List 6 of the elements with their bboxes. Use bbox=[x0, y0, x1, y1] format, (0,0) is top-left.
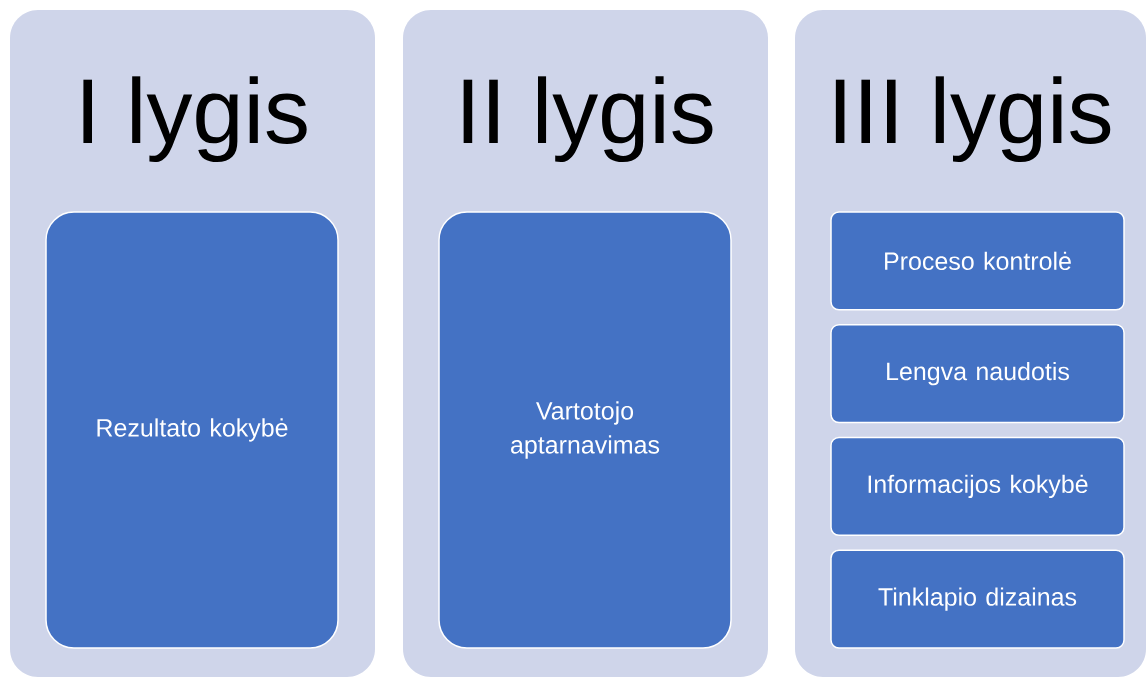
text-box: Rezultato kokybė bbox=[45, 211, 339, 649]
text-box: Vartotojo aptarnavimas bbox=[438, 211, 732, 649]
text-box: Lengva naudotis bbox=[830, 323, 1125, 424]
text-box: Informacijos kokybė bbox=[830, 436, 1125, 536]
text-box: Proceso kontrolė bbox=[830, 211, 1125, 311]
text-box: Tinklapio dizainas bbox=[830, 549, 1125, 649]
